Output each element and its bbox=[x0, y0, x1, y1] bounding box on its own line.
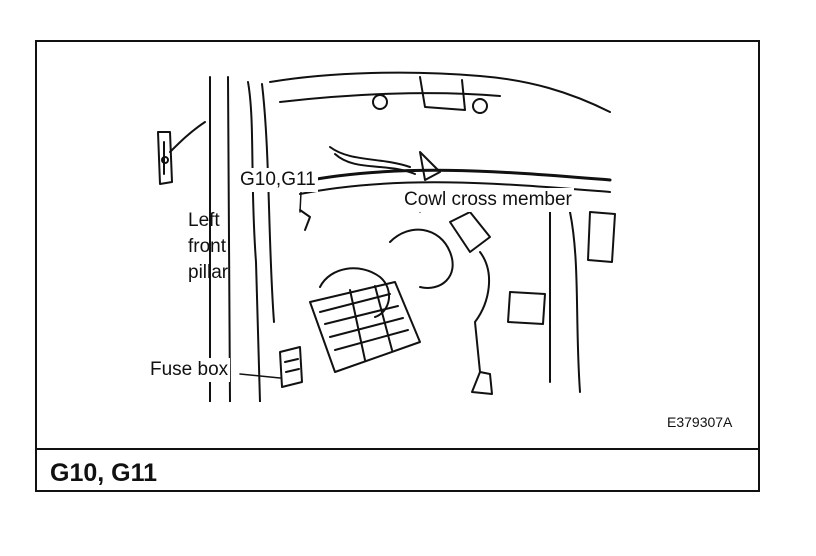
dashboard-illustration bbox=[157, 71, 616, 402]
figure-code: E379307A bbox=[667, 414, 733, 430]
left-front-pillar-callout: Left front pillar bbox=[188, 208, 228, 286]
pillar-label-line: front bbox=[188, 236, 227, 257]
connector-callout: G10,G11 bbox=[238, 168, 318, 192]
figure-caption: G10, G11 bbox=[50, 459, 158, 487]
pillar-label-line: pillar bbox=[188, 262, 229, 283]
cowl-cross-member-callout: Cowl cross member bbox=[402, 188, 574, 212]
figure-frame bbox=[35, 40, 760, 492]
pillar-label-line: Left bbox=[188, 210, 220, 231]
caption-divider bbox=[35, 448, 760, 450]
fuse-box-callout: Fuse box bbox=[148, 358, 231, 382]
